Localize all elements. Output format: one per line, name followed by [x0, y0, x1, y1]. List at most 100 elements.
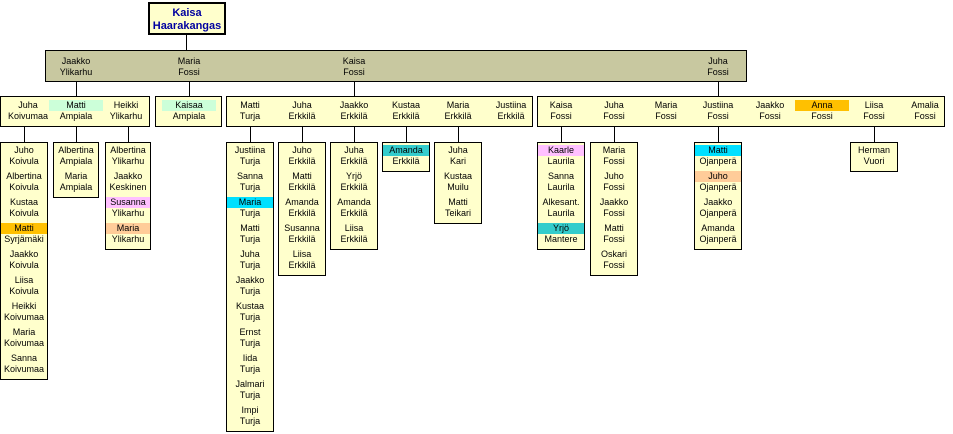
last-name: Vuori [863, 156, 885, 166]
last-name: Syrjämäki [4, 234, 44, 244]
first-name: Impi [241, 405, 259, 415]
first-name: Albertina [58, 145, 94, 155]
last-name: Keskinen [109, 182, 147, 192]
root-person-box[interactable]: Kaisa Haarakangas [148, 2, 226, 35]
connector-line [189, 82, 190, 96]
connector-line [354, 127, 355, 142]
first-name: Yrjö [538, 223, 584, 234]
first-name: Amanda [383, 145, 429, 156]
first-name: Jaakko [703, 197, 733, 207]
last-name: Turja [239, 208, 261, 218]
great-grandchildren-column-liisa_fossi [850, 142, 898, 172]
first-name: Amanda [701, 223, 735, 233]
first-name: Kustaa [235, 301, 265, 311]
first-name: Oskari [600, 249, 627, 259]
first-name: Jaakko [113, 171, 143, 181]
last-name: Fossi [914, 111, 936, 121]
great-grandchild-person[interactable]: Alkesant.Laurila [538, 197, 584, 219]
last-name: Ojanperä [699, 234, 737, 244]
last-name: Turja [239, 364, 261, 374]
last-name: Laurila [547, 156, 575, 166]
first-name: Matti [448, 197, 468, 207]
last-name: Ampiala [172, 111, 206, 121]
first-name: Juho [14, 145, 34, 155]
last-name: Koivula [9, 182, 39, 192]
